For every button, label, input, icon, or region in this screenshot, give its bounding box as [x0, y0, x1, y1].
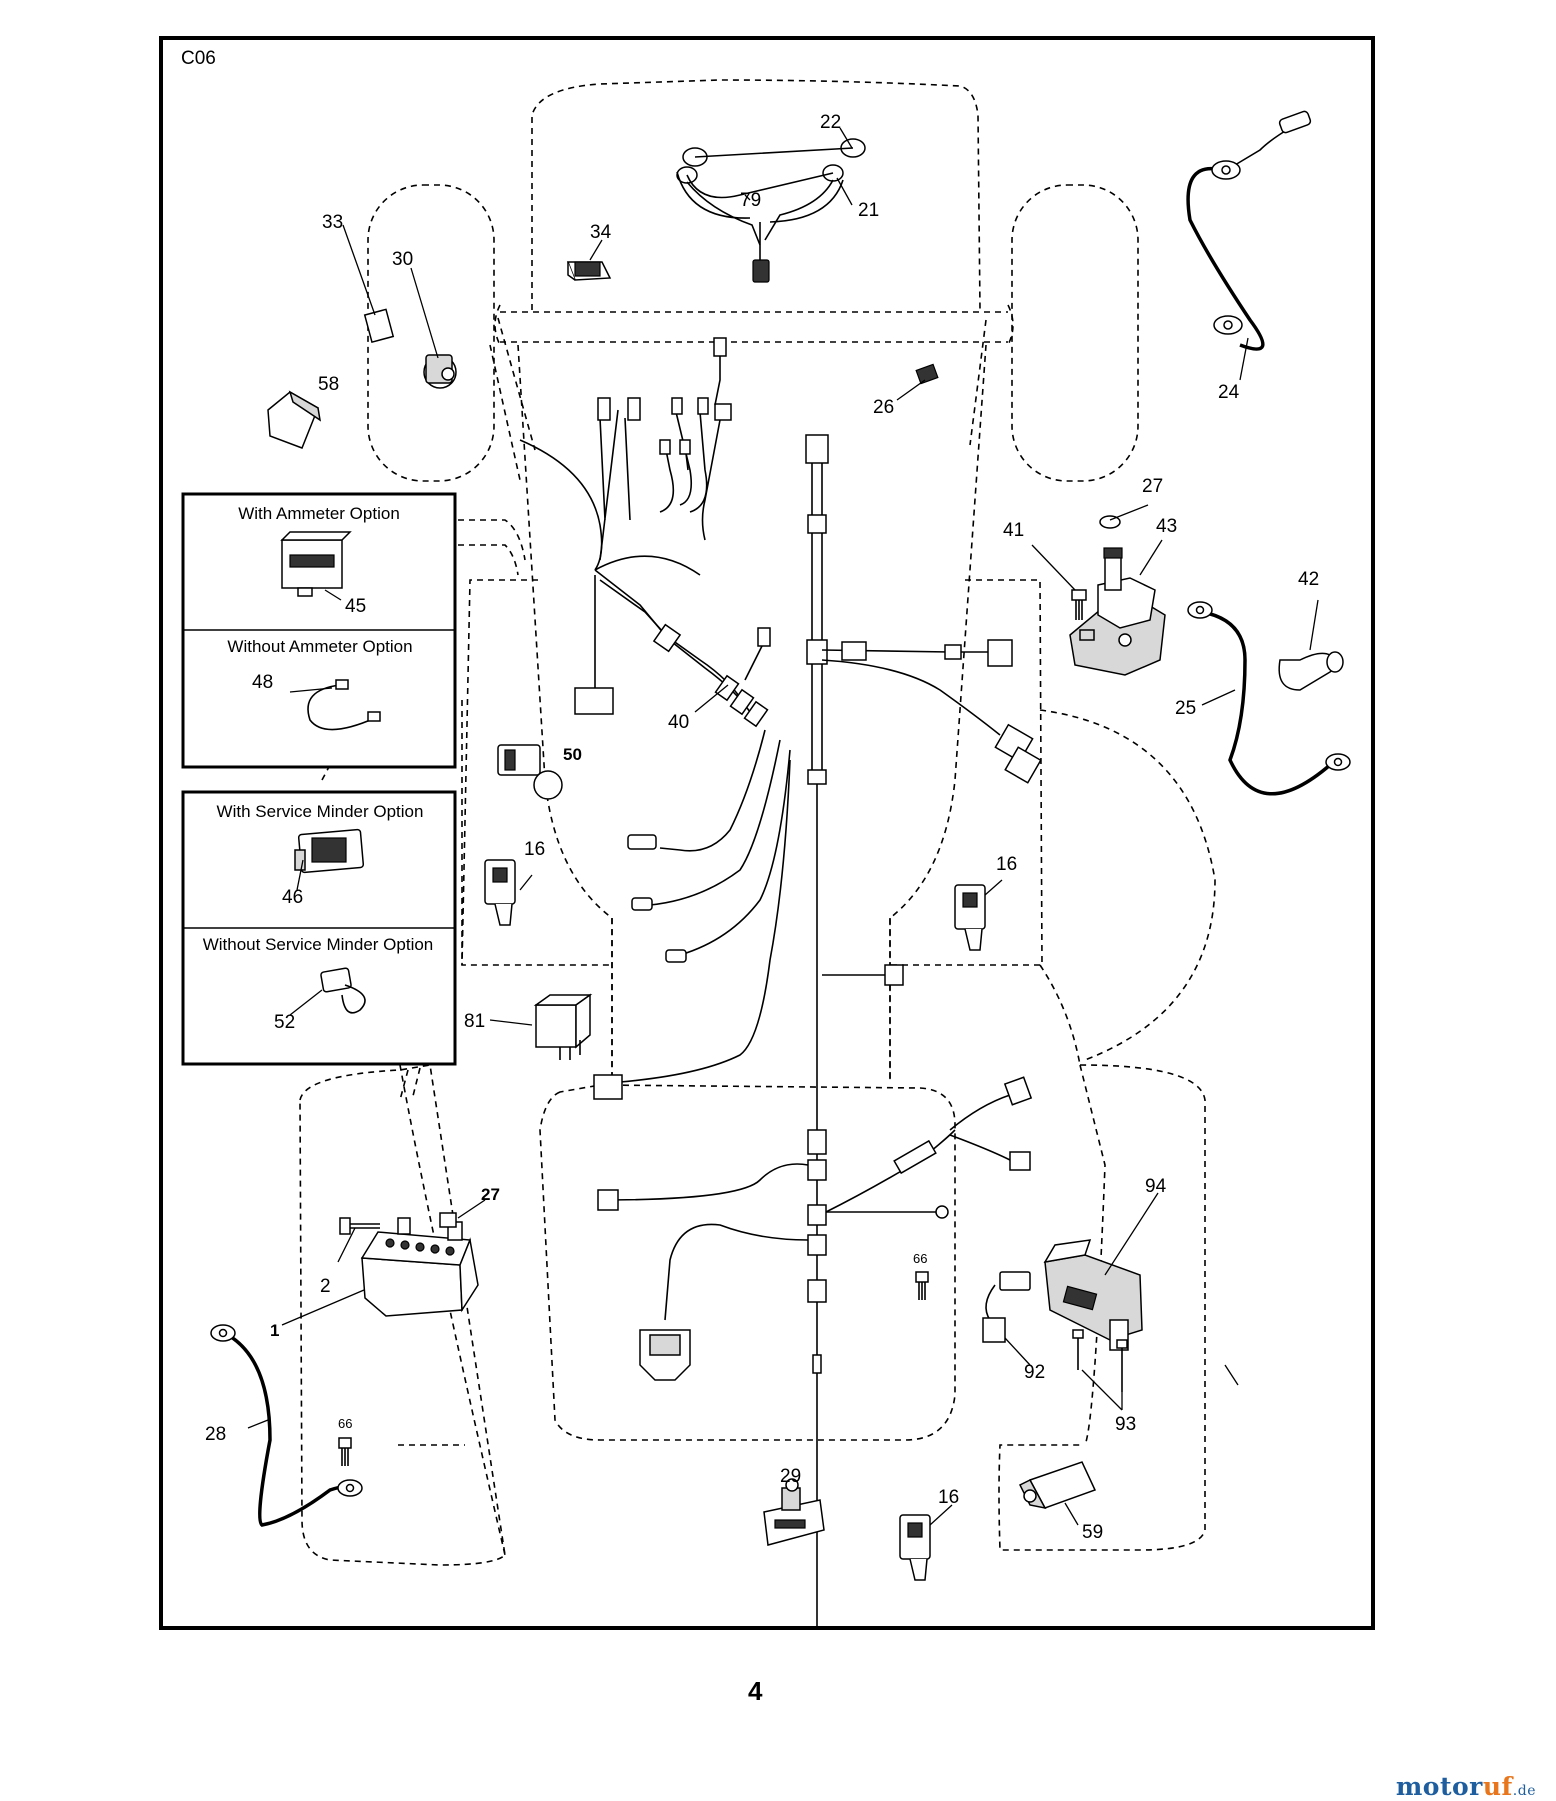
- callout-45: 45: [345, 596, 366, 617]
- screw-66a: [338, 1437, 352, 1466]
- main-harness-40: [519, 337, 1042, 1630]
- callout-52: 52: [274, 1012, 295, 1033]
- jumper-wire-48: [307, 679, 381, 731]
- leader-lines: [247, 127, 1319, 1526]
- option-with-ammeter: With Ammeter Option: [238, 504, 400, 523]
- interlock-switch-16c: [899, 1514, 931, 1581]
- callout-42: 42: [1298, 569, 1319, 590]
- callout-21: 21: [858, 200, 879, 221]
- callout-43: 43: [1156, 516, 1177, 537]
- service-minder-46: [294, 828, 365, 874]
- battery-cable-28: [210, 1324, 363, 1527]
- solenoid-43: [1069, 515, 1166, 676]
- relay-81: [533, 993, 593, 1060]
- callout-58: 58: [318, 374, 339, 395]
- service-minder-option-box: [181, 790, 457, 1066]
- interlock-switch-16b: [954, 884, 986, 951]
- switch-50: [497, 744, 563, 800]
- nut-27b: [439, 1212, 457, 1228]
- callout-26: 26: [873, 397, 894, 418]
- switch-assembly-94: [1043, 1239, 1143, 1351]
- jumper-52: [320, 967, 366, 1014]
- callout-27b: 27: [481, 1185, 500, 1204]
- callout-16c: 16: [938, 1487, 959, 1508]
- callout-79: 79: [740, 190, 761, 211]
- callout-93: 93: [1115, 1414, 1136, 1435]
- callout-40: 40: [668, 712, 689, 733]
- battery-cable-24: [1186, 110, 1312, 351]
- bolt-41: [1071, 589, 1087, 620]
- rocker-switch-34: [566, 261, 612, 281]
- headlight-harness: [676, 138, 866, 283]
- diagram-code: C06: [181, 48, 216, 69]
- screws-93: [1072, 1329, 1128, 1392]
- callout-94: 94: [1145, 1176, 1167, 1197]
- callout-41: 41: [1003, 520, 1024, 541]
- callout-81: 81: [464, 1011, 485, 1032]
- callout-16b: 16: [996, 854, 1017, 875]
- screw-66b: [915, 1271, 929, 1300]
- fuse-26: [915, 363, 939, 385]
- key-switch-30: [363, 308, 457, 389]
- option-without-service-minder: Without Service Minder Option: [203, 935, 434, 954]
- option-with-service-minder: With Service Minder Option: [217, 802, 424, 821]
- callout-24: 24: [1218, 382, 1240, 403]
- callout-50: 50: [563, 745, 582, 764]
- module-59: [1018, 1461, 1097, 1510]
- callout-34: 34: [590, 222, 612, 243]
- callout-92: 92: [1024, 1362, 1045, 1383]
- diagram-frame: [159, 36, 1375, 1630]
- battery-1: [360, 1217, 479, 1317]
- watermark-logo: motoruf.de: [1395, 1772, 1536, 1801]
- switch-29: [763, 1478, 825, 1546]
- callout-48: 48: [252, 672, 273, 693]
- callout-30: 30: [392, 249, 413, 270]
- ammeter-45: [280, 531, 352, 597]
- ammeter-option-box: [181, 492, 457, 769]
- module-58: [267, 390, 322, 449]
- callout-27a: 27: [1142, 476, 1163, 497]
- callout-25: 25: [1175, 698, 1196, 719]
- battery-cable-25: [1187, 601, 1351, 796]
- callout-46: 46: [282, 887, 303, 908]
- callout-1: 1: [270, 1321, 279, 1340]
- callout-66a: 66: [338, 1416, 352, 1431]
- callout-2: 2: [320, 1276, 331, 1297]
- interlock-switch-16a: [484, 859, 516, 926]
- terminal-boot-42: [1278, 651, 1344, 691]
- callout-22: 22: [820, 112, 841, 133]
- connector-92: [982, 1271, 1031, 1343]
- option-without-ammeter: Without Ammeter Option: [227, 637, 412, 656]
- callout-33: 33: [322, 212, 343, 233]
- callouts: 22 79 21 33 30 34 58 26 24 27 41 43 42 2…: [205, 112, 1319, 1543]
- callout-28: 28: [205, 1424, 226, 1445]
- callout-29: 29: [780, 1466, 801, 1487]
- callout-66b: 66: [913, 1251, 927, 1266]
- callout-59: 59: [1082, 1522, 1103, 1543]
- page-number: 4: [748, 1676, 763, 1706]
- bolt-2: [339, 1217, 380, 1235]
- callout-16a: 16: [524, 839, 545, 860]
- tractor-outline: [299, 79, 1216, 1566]
